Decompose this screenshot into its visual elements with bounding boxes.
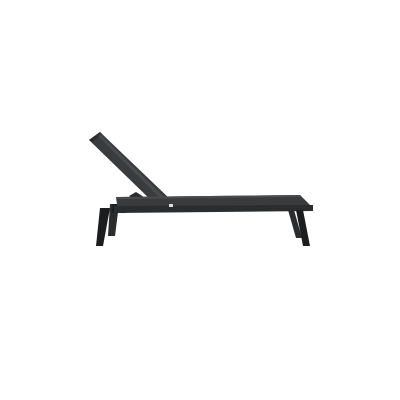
- backrest-highlight: [98, 134, 166, 201]
- backrest-frame: [89, 132, 102, 142]
- hinge-detail: [169, 204, 173, 207]
- seat-top-edge: [116, 195, 302, 199]
- rear-leg-front: [96, 208, 110, 246]
- front-leg-outer: [296, 210, 310, 246]
- front-leg-inner: [288, 210, 302, 238]
- seat-side-frame: [114, 205, 313, 213]
